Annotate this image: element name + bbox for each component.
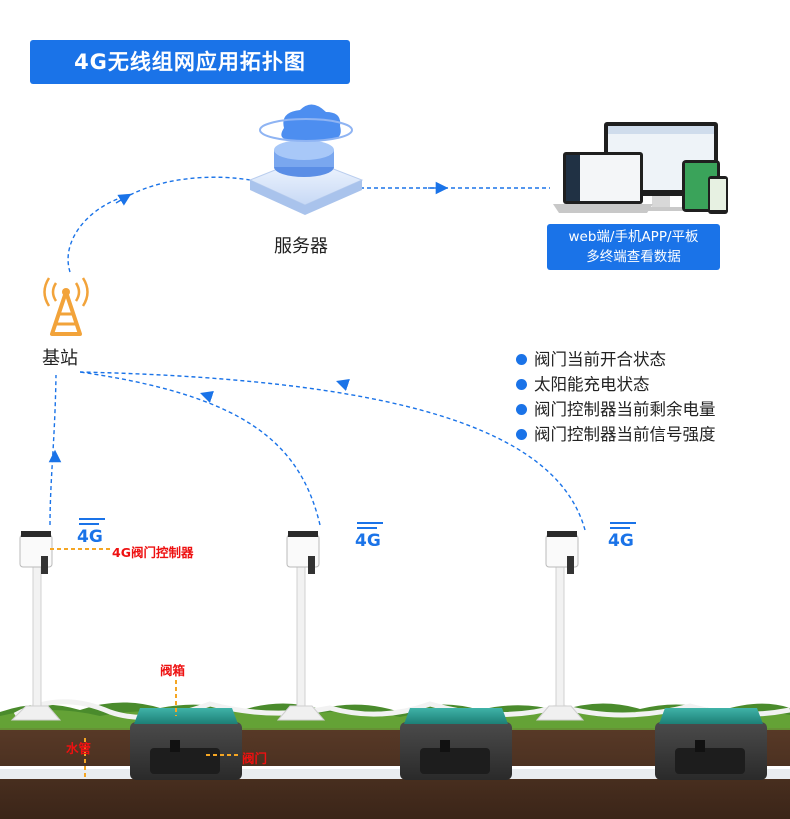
connection-arrows [48, 176, 586, 531]
leader-lines [50, 548, 240, 778]
base-station-icon [43, 277, 89, 336]
controller-pole-3 [535, 531, 585, 721]
status-item: 阀门控制器当前信号强度 [514, 422, 716, 447]
valve-box-3 [655, 708, 767, 780]
arrow-controller2-to-base [79, 371, 321, 526]
valve-label: 阀门 [242, 751, 268, 766]
valve-box-label: 阀箱 [160, 663, 186, 678]
arrow-controller1-to-base [49, 374, 57, 526]
clients-caption-line2: 多终端查看数据 [586, 249, 681, 265]
status-item: 阀门控制器当前剩余电量 [514, 397, 716, 422]
status-item: 阀门当前开合状态 [514, 347, 716, 372]
bullet-dot [516, 379, 527, 390]
arrow-base-to-server [67, 194, 131, 273]
signal-4g-icon: 4G [608, 521, 642, 551]
clients-caption-line1: web端/手机APP/平板 [568, 229, 699, 245]
bullet-dot [516, 404, 527, 415]
bullet-dot [516, 354, 527, 365]
server-label: 服务器 [274, 236, 328, 257]
cloud-server-icon [248, 104, 364, 215]
clients-caption: web端/手机APP/平板 多终端查看数据 [547, 224, 720, 270]
status-list: 阀门当前开合状态 太阳能充电状态 阀门控制器当前剩余电量 阀门控制器当前信号强度 [514, 347, 716, 447]
controller-pole-2 [276, 531, 326, 721]
controller-pole-1 [10, 531, 62, 721]
page-title: 4G无线组网应用拓扑图 [30, 40, 350, 84]
valve-box-2 [400, 708, 512, 780]
controller-label: 4G阀门控制器 [112, 545, 194, 560]
status-item: 太阳能充电状态 [514, 372, 716, 397]
client-devices-icon [553, 122, 728, 214]
base-station-label: 基站 [42, 348, 78, 369]
arrow-controller3-to-base [79, 371, 586, 531]
valve-box-1 [130, 708, 242, 780]
water-pipe-label: 水管 [66, 741, 92, 756]
bullet-dot [516, 429, 527, 440]
signal-4g-icon: 4G [355, 521, 389, 551]
signal-4g-icon: 4G [77, 517, 111, 547]
